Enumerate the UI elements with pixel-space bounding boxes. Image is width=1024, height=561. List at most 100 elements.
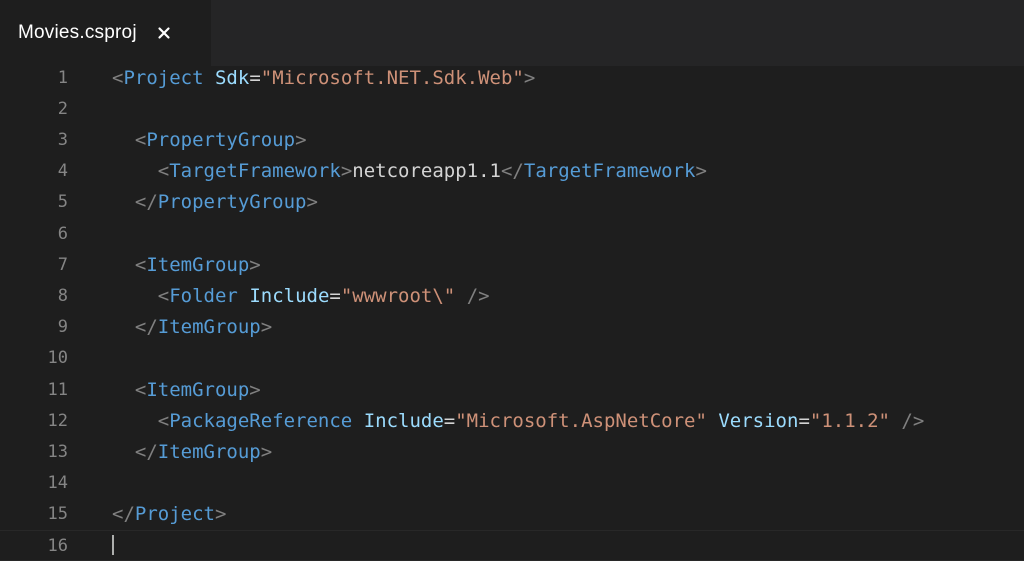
code-text: <PackageReference Include="Microsoft.Asp… (112, 409, 925, 432)
code-token: </ (134, 191, 158, 214)
code-text: </Project> (112, 503, 226, 525)
indent (112, 379, 135, 401)
tab-title: Movies.csproj (18, 22, 137, 43)
code-token: /> (901, 409, 925, 432)
code-line[interactable]: 14 (0, 468, 1024, 499)
code-token: > (523, 66, 536, 89)
line-number: 6 (57, 223, 68, 244)
code-line[interactable]: 12 <PackageReference Include="Microsoft.… (0, 405, 1024, 436)
indent (112, 316, 135, 338)
code-line[interactable]: 9 </ItemGroup> (0, 312, 1024, 343)
code-line[interactable]: 4 <TargetFramework>netcoreapp1.1</Target… (0, 156, 1024, 187)
code-line[interactable]: 1 <Project Sdk="Microsoft.NET.Sdk.Web"> (0, 62, 1024, 93)
code-token: = (329, 284, 341, 307)
indent (112, 410, 158, 432)
indent (112, 441, 135, 463)
code-text: </PropertyGroup> (112, 191, 318, 213)
code-token: "wwwroot\" (340, 284, 456, 307)
indent (112, 254, 135, 276)
code-token: </ (134, 440, 158, 463)
code-token: "1.1.2" (809, 409, 890, 432)
code-token: > (249, 378, 261, 401)
code-token: "Microsoft.NET.Sdk.Web" (260, 66, 524, 89)
line-number: 16 (47, 535, 68, 556)
code-token: < (157, 284, 170, 307)
code-line[interactable]: 7 <ItemGroup> (0, 249, 1024, 280)
line-number: 7 (57, 254, 68, 275)
indent (112, 191, 135, 213)
code-token: Sdk (214, 66, 250, 89)
code-token (352, 410, 363, 432)
line-number: 8 (57, 285, 68, 306)
code-token: </ (500, 160, 524, 183)
line-number: 5 (57, 192, 68, 213)
code-token: Version (718, 409, 799, 432)
code-token: > (214, 503, 227, 526)
line-number: 1 (57, 67, 68, 88)
code-token: ItemGroup (157, 316, 261, 339)
code-token: Include (249, 284, 330, 307)
code-text: </ItemGroup> (112, 316, 272, 338)
code-token: Folder (169, 284, 238, 307)
code-token: Project (123, 66, 204, 89)
code-token: < (157, 409, 170, 432)
line-number: 12 (47, 410, 68, 431)
indent (112, 160, 158, 182)
code-token: Project (134, 503, 215, 526)
line-number: 13 (47, 441, 68, 462)
line-number: 2 (57, 98, 68, 119)
code-text: <TargetFramework>netcoreapp1.1</TargetFr… (112, 160, 707, 182)
code-token: netcoreapp1.1 (352, 160, 501, 183)
code-line[interactable]: 3 <PropertyGroup> (0, 124, 1024, 155)
code-token: < (134, 378, 147, 401)
code-line[interactable]: 15 </Project> (0, 499, 1024, 530)
code-text: <ItemGroup> (112, 379, 261, 401)
code-line[interactable]: 10 (0, 343, 1024, 374)
line-number: 14 (47, 473, 68, 494)
code-text: <Folder Include="wwwroot\" /> (112, 285, 490, 307)
line-number: 10 (47, 348, 68, 369)
indent (112, 285, 158, 307)
code-line[interactable]: 13 </ItemGroup> (0, 436, 1024, 467)
code-line[interactable]: 5 </PropertyGroup> (0, 187, 1024, 218)
code-token: > (249, 253, 261, 276)
line-number: 9 (57, 317, 68, 338)
tab-movies-csproj[interactable]: Movies.csproj (0, 0, 211, 66)
code-token (890, 410, 901, 432)
code-token: PropertyGroup (146, 128, 296, 151)
code-token (204, 67, 215, 89)
code-token: > (295, 128, 307, 151)
text-cursor (112, 535, 114, 555)
code-line[interactable]: 16 (0, 530, 1024, 561)
code-token: ItemGroup (157, 440, 261, 463)
code-token: </ (134, 316, 158, 339)
close-icon[interactable] (155, 24, 173, 42)
code-token: = (443, 409, 456, 432)
code-token: < (134, 128, 147, 151)
code-token: </ (112, 503, 135, 526)
code-token: < (157, 160, 170, 183)
code-token: = (249, 66, 261, 89)
code-text: </ItemGroup> (112, 441, 272, 463)
code-token: TargetFramework (169, 160, 341, 183)
line-number: 11 (47, 379, 68, 400)
code-token: > (340, 160, 353, 183)
code-token: > (306, 191, 318, 214)
code-token: "Microsoft.AspNetCore" (455, 409, 707, 432)
code-line[interactable]: 8 <Folder Include="wwwroot\" /> (0, 280, 1024, 311)
code-text: <PropertyGroup> (112, 129, 307, 151)
code-line[interactable]: 6 (0, 218, 1024, 249)
line-number: 3 (57, 129, 68, 150)
code-token: = (798, 409, 810, 432)
code-token: TargetFramework (523, 160, 696, 183)
code-token: < (112, 66, 124, 89)
code-token: ItemGroup (146, 253, 250, 276)
code-line[interactable]: 2 (0, 93, 1024, 124)
code-line[interactable]: 11 <ItemGroup> (0, 374, 1024, 405)
code-token (455, 285, 466, 307)
line-number: 15 (47, 504, 68, 525)
code-token: ItemGroup (146, 378, 250, 401)
code-token (707, 410, 718, 432)
